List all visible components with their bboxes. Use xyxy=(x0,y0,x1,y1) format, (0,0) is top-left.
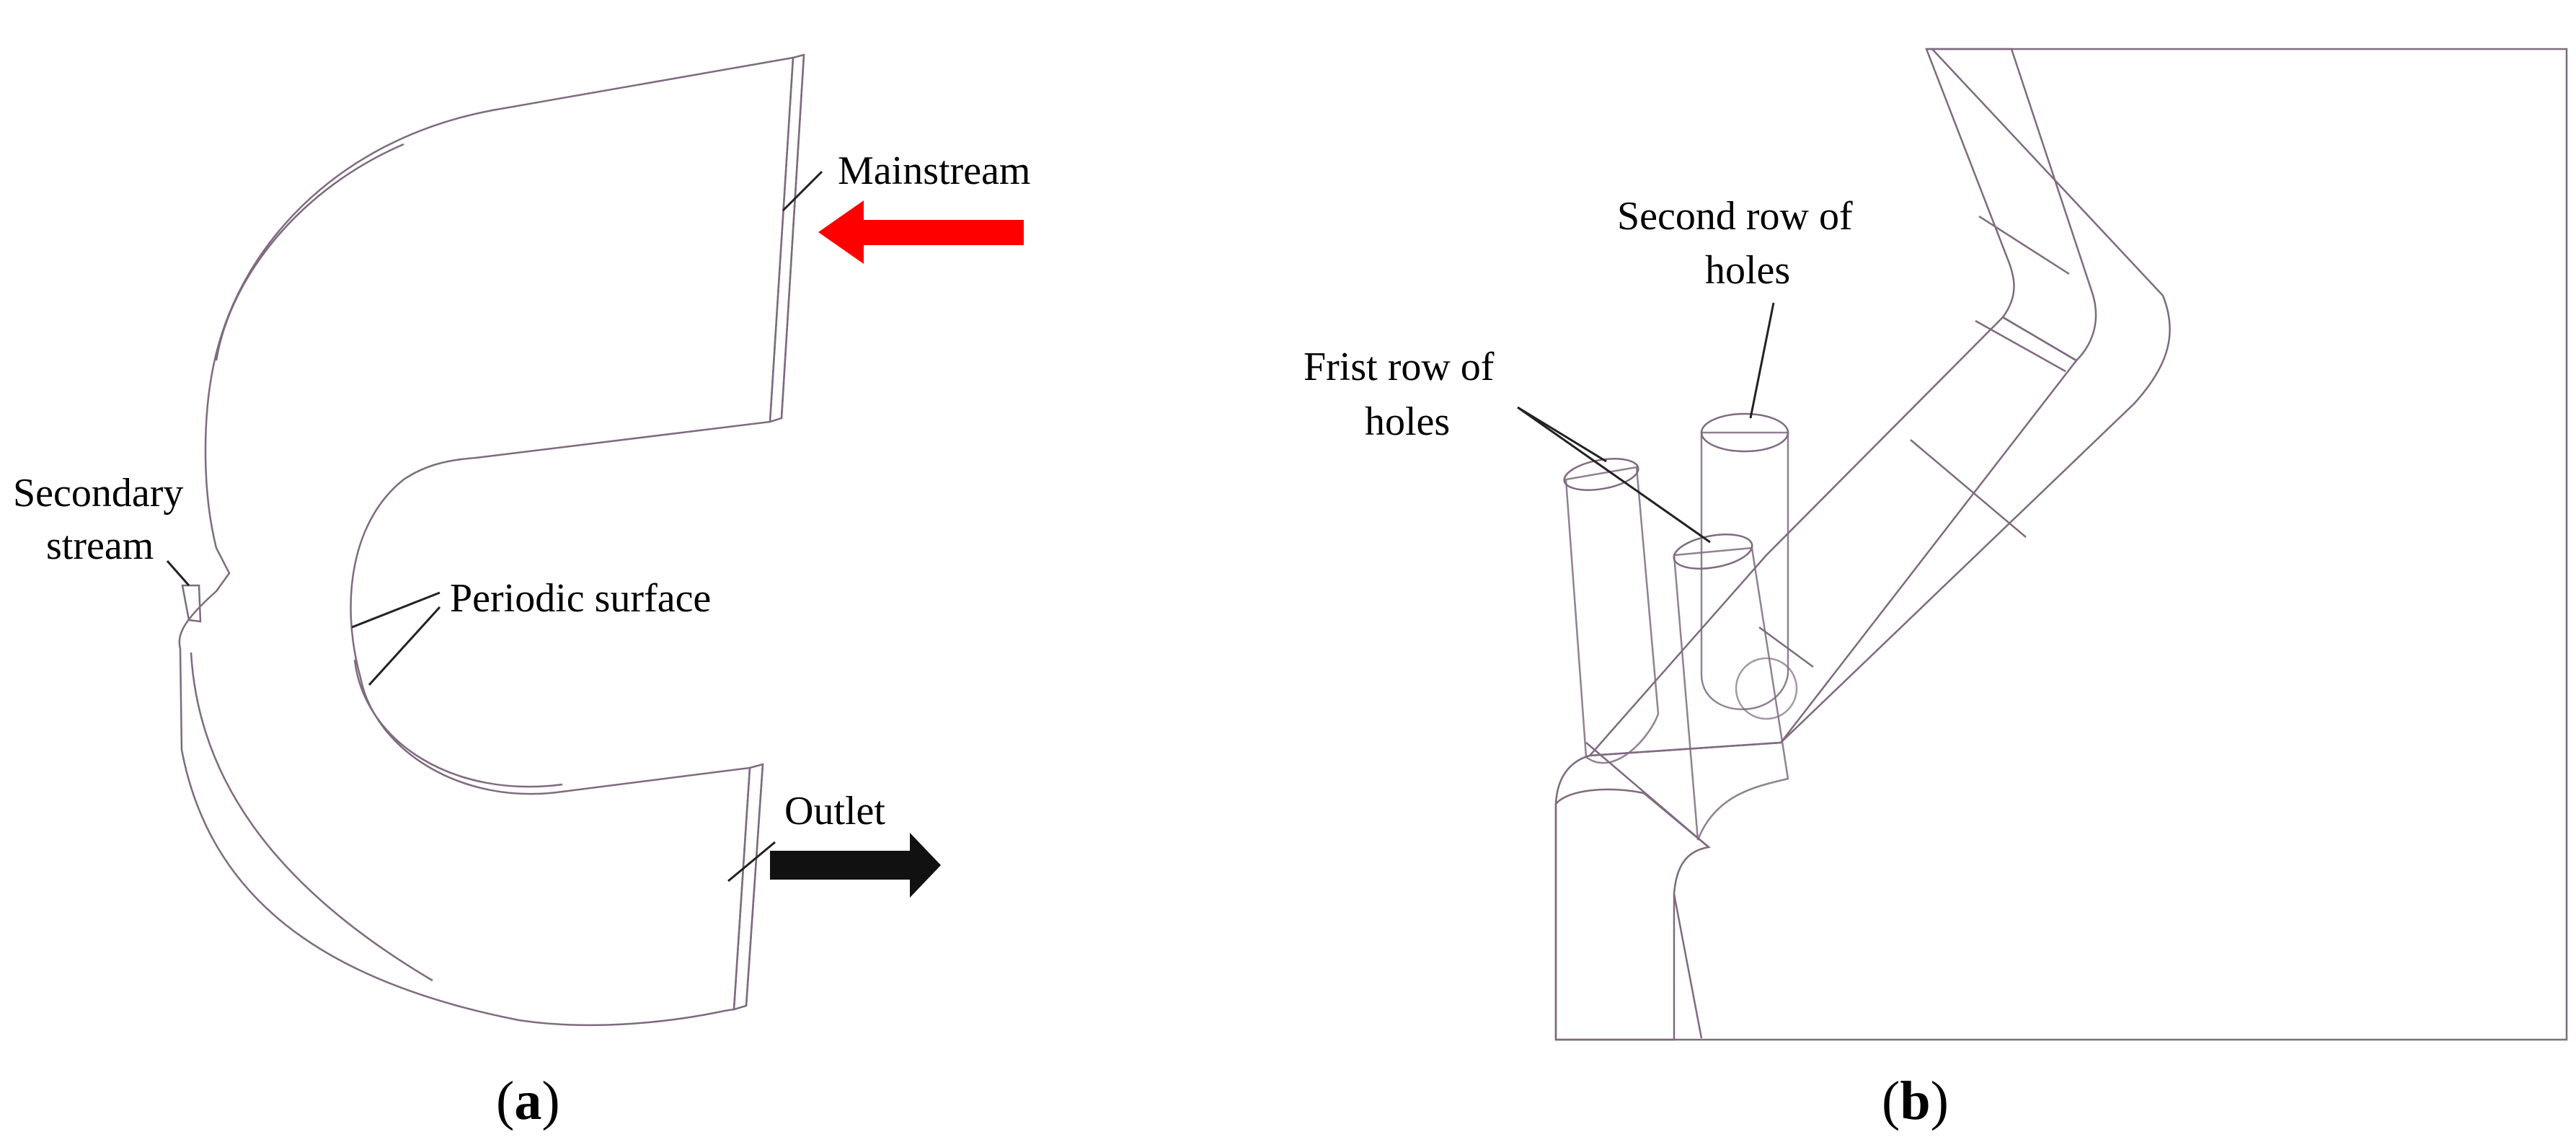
first-row-label-line2: holes xyxy=(1365,399,1450,444)
periodic-surface-label: Periodic surface xyxy=(450,576,711,621)
secondary-stream-leader xyxy=(166,560,190,586)
zoomed-segment-edges xyxy=(1585,215,2070,1039)
first-row-hole-left xyxy=(1564,466,1660,764)
periodic-surface-leader-1 xyxy=(351,591,441,629)
panel-b-label-open: ( xyxy=(1882,1071,1900,1131)
first-row-hole-left-top xyxy=(1563,458,1639,491)
second-row-hole-bottom xyxy=(1735,657,1798,720)
mainstream-leader xyxy=(782,170,823,212)
panel-a-label: (a) xyxy=(496,1071,560,1131)
secondary-stream-label-line1: Secondary xyxy=(13,471,183,516)
second-row-label-line1: Second row of xyxy=(1617,194,1853,239)
zoomed-body xyxy=(1554,48,2568,1041)
first-row-hole-right xyxy=(1673,547,1789,841)
first-row-label-line1: Frist row of xyxy=(1304,345,1495,389)
outlet-label: Outlet xyxy=(784,789,885,833)
mainstream-arrow xyxy=(818,200,1024,264)
secondary-stream-inlet xyxy=(181,584,202,623)
passage-inner-edge xyxy=(190,54,805,1007)
second-row-hole-top xyxy=(1700,412,1789,453)
panel-a-label-close: ) xyxy=(541,1071,559,1131)
outlet-arrow xyxy=(770,833,941,898)
second-row-leader xyxy=(1749,302,1775,419)
panel-a: Mainstream Outlet Secondary stream Perio… xyxy=(13,53,1030,1131)
zoomed-channel-face xyxy=(1588,316,2078,757)
panel-b-label-letter: b xyxy=(1900,1071,1930,1131)
outlet-leader xyxy=(727,841,776,882)
first-row-hole-right-top xyxy=(1673,534,1753,570)
periodic-surface-leader-2 xyxy=(368,606,441,686)
zoomed-upper-wall xyxy=(1925,48,2097,362)
panel-b: Second row of holes Frist row of holes (… xyxy=(1304,48,2568,1131)
panel-a-label-open: ( xyxy=(496,1071,514,1131)
mainstream-label: Mainstream xyxy=(838,149,1030,193)
second-row-hole xyxy=(1700,431,1789,710)
first-row-leader-2 xyxy=(1517,406,1711,544)
first-row-leader-1 xyxy=(1517,406,1607,463)
second-row-label-line2: holes xyxy=(1705,248,1790,293)
panel-a-label-letter: a xyxy=(514,1071,541,1131)
panel-b-label-close: ) xyxy=(1931,1071,1949,1131)
panel-b-label: (b) xyxy=(1882,1071,1949,1131)
passage-body xyxy=(178,56,795,1027)
secondary-stream-label-line2: stream xyxy=(46,523,154,568)
